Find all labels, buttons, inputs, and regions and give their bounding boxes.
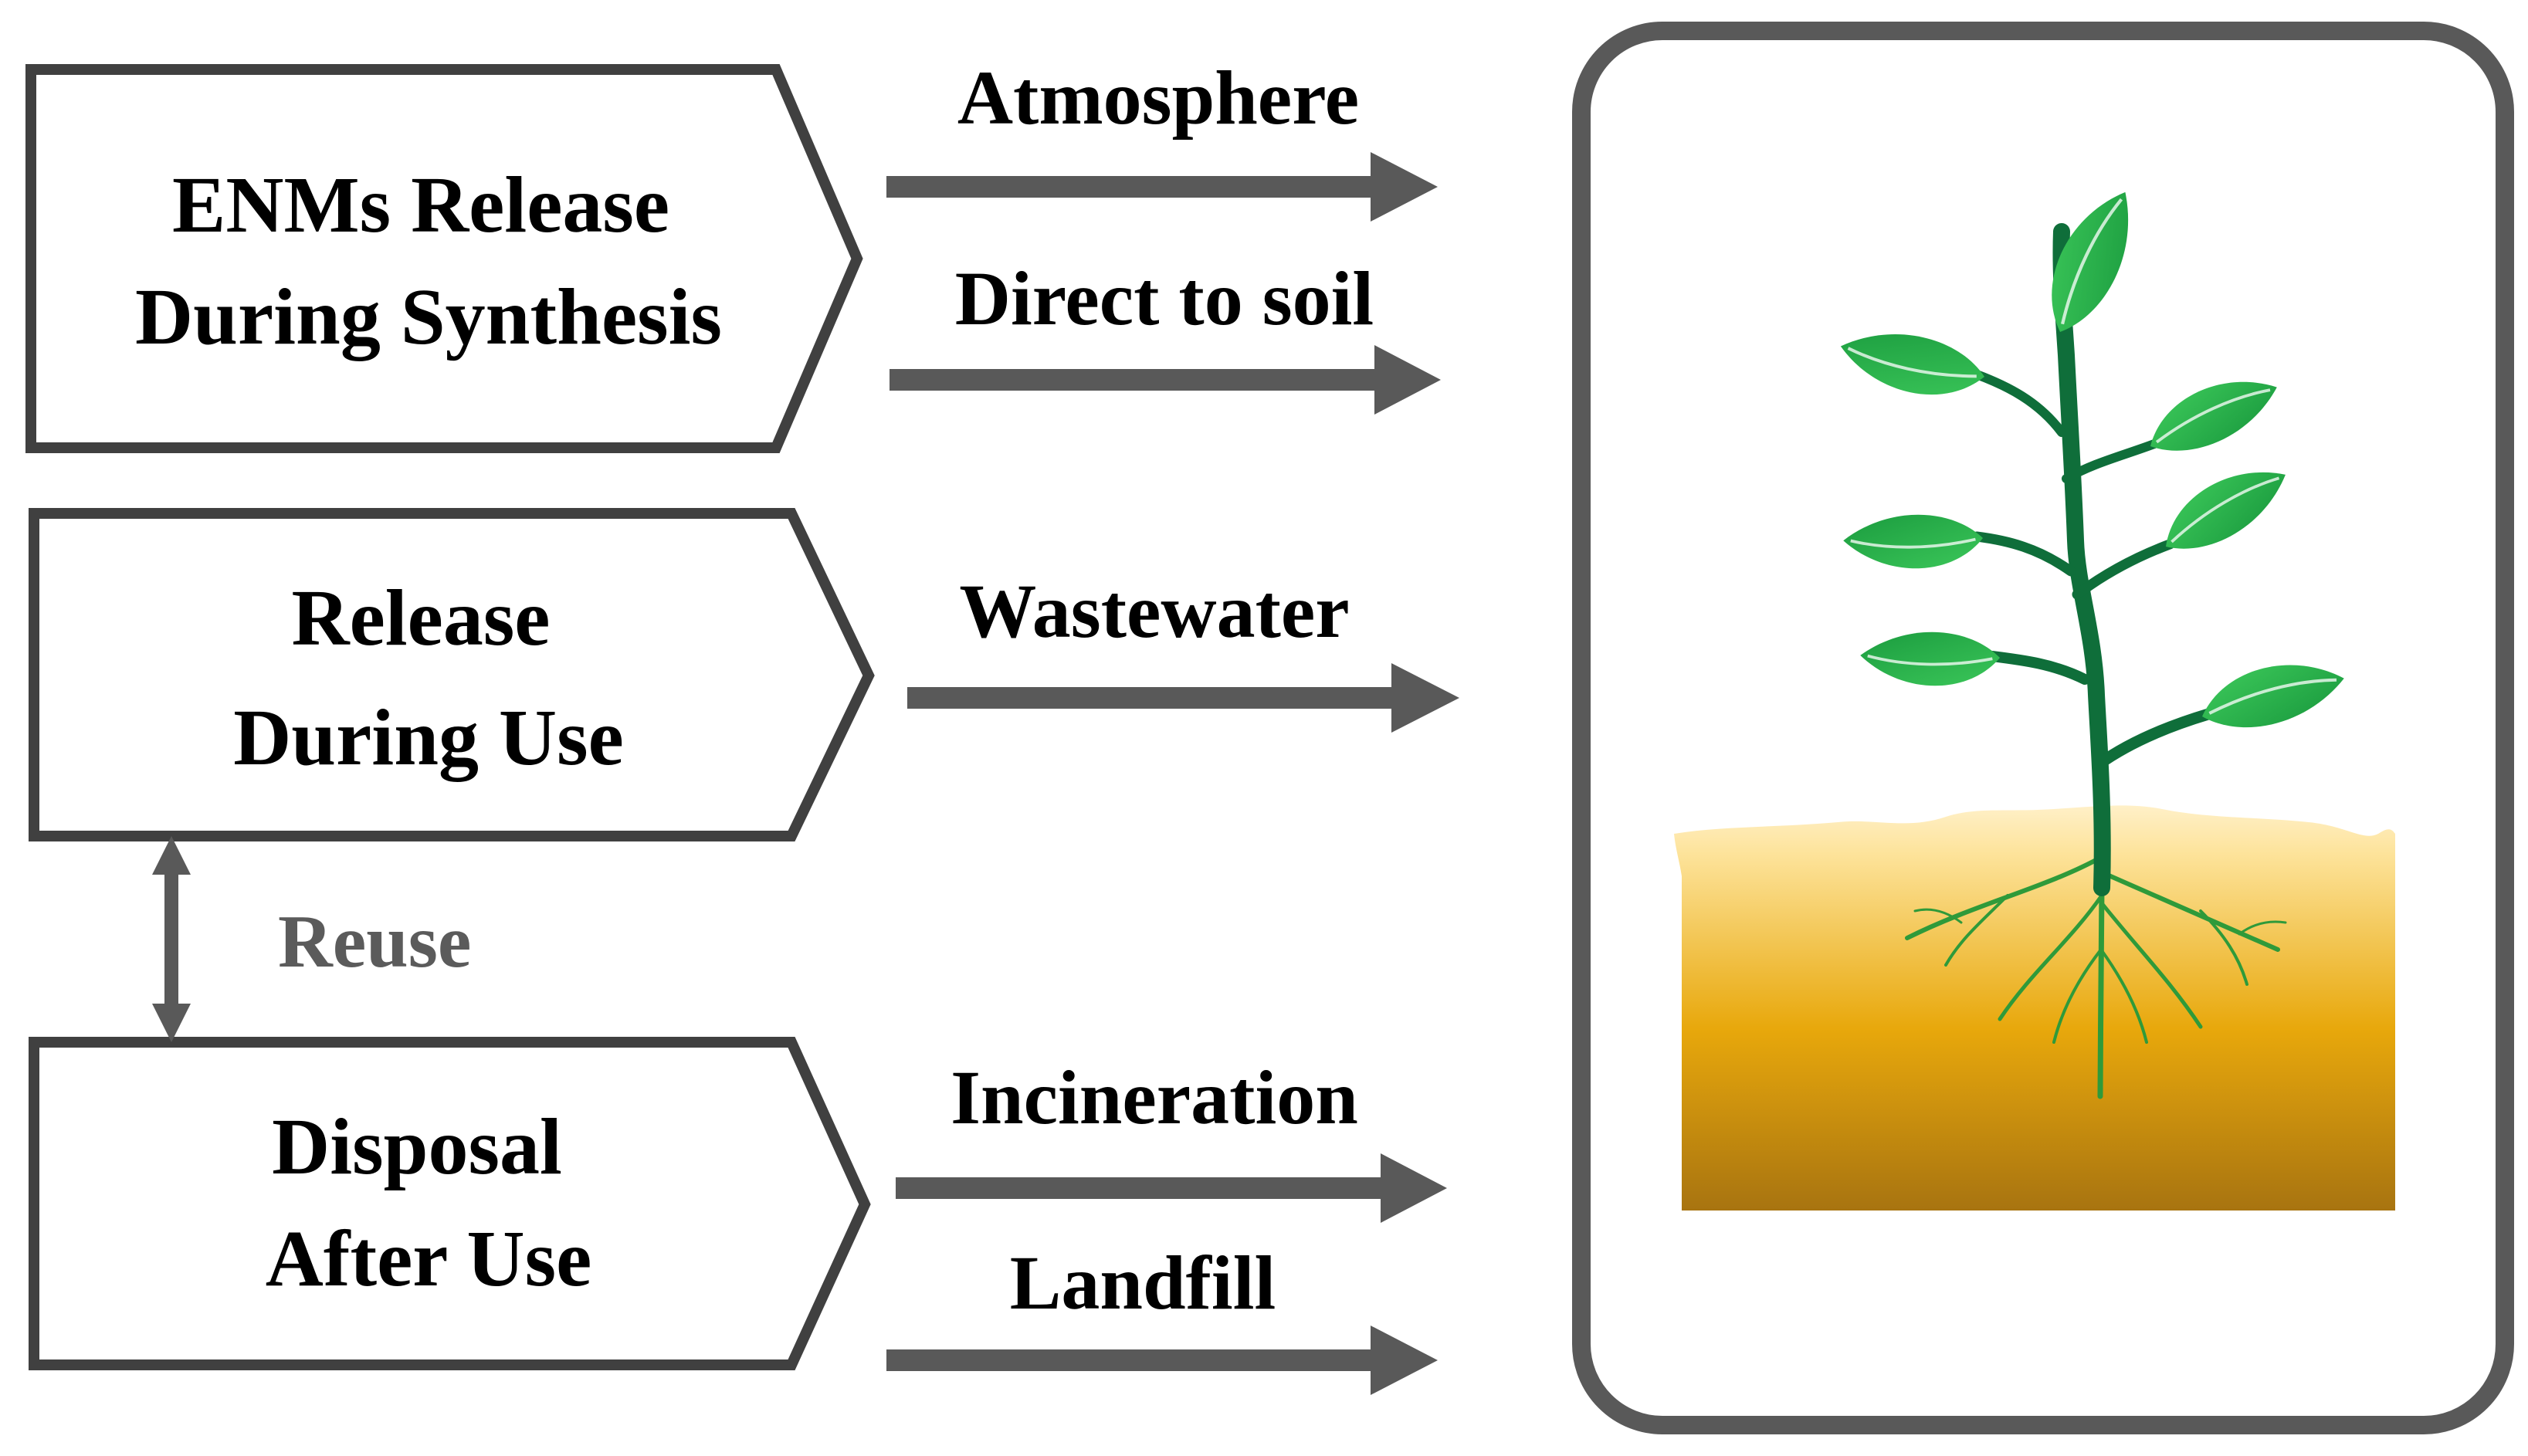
- reuse-arrowhead-up: [152, 836, 191, 875]
- route-incineration-label: Incineration: [951, 1055, 1358, 1140]
- route-direct-soil-label: Direct to soil: [955, 256, 1374, 341]
- route-landfill: Landfill: [886, 1240, 1438, 1395]
- route-atmosphere-shaft: [886, 176, 1381, 198]
- route-landfill-shaft: [886, 1349, 1381, 1371]
- reuse-connector: Reuse: [152, 836, 471, 1042]
- soil-icon: [1674, 805, 2395, 1211]
- route-incineration: Incineration: [896, 1055, 1447, 1223]
- plant-panel-frame: [1572, 22, 2514, 1434]
- plant-icon: [1832, 179, 2352, 1099]
- stage-disposal-box: [29, 1037, 871, 1370]
- route-direct-soil-shaft: [890, 369, 1384, 391]
- roots-icon: [1905, 855, 2287, 1099]
- route-landfill-label: Landfill: [1010, 1240, 1276, 1326]
- stage-synthesis-line1: ENMs Release: [172, 161, 669, 249]
- route-atmosphere-arrowhead: [1371, 152, 1438, 222]
- route-landfill-arrowhead: [1371, 1326, 1438, 1395]
- reuse-arrowhead-down: [152, 1004, 191, 1042]
- stage-synthesis: ENMs Release During Synthesis: [25, 64, 863, 453]
- route-atmosphere-label: Atmosphere: [957, 55, 1359, 141]
- plant-panel: [1572, 22, 2514, 1434]
- route-wastewater-arrowhead: [1391, 663, 1459, 733]
- stage-use-box: [29, 508, 875, 841]
- stage-disposal-line2: After Use: [266, 1214, 592, 1303]
- route-atmosphere: Atmosphere: [886, 55, 1438, 222]
- route-direct-soil-arrowhead: [1374, 345, 1441, 415]
- route-incineration-shaft: [896, 1177, 1390, 1199]
- route-wastewater: Wastewater: [907, 568, 1459, 733]
- stage-disposal: Disposal After Use: [29, 1037, 871, 1370]
- route-direct-soil: Direct to soil: [890, 256, 1441, 415]
- stage-disposal-line1: Disposal: [272, 1102, 562, 1191]
- stage-use-line2: During Use: [233, 693, 624, 782]
- route-incineration-arrowhead: [1381, 1153, 1447, 1223]
- stage-use: Release During Use: [29, 508, 875, 841]
- route-wastewater-shaft: [907, 687, 1401, 709]
- stage-synthesis-box: [25, 64, 863, 453]
- route-wastewater-label: Wastewater: [959, 568, 1349, 654]
- reuse-label: Reuse: [278, 900, 471, 984]
- stage-synthesis-line2: During Synthesis: [135, 273, 722, 361]
- stage-use-line1: Release: [292, 574, 551, 662]
